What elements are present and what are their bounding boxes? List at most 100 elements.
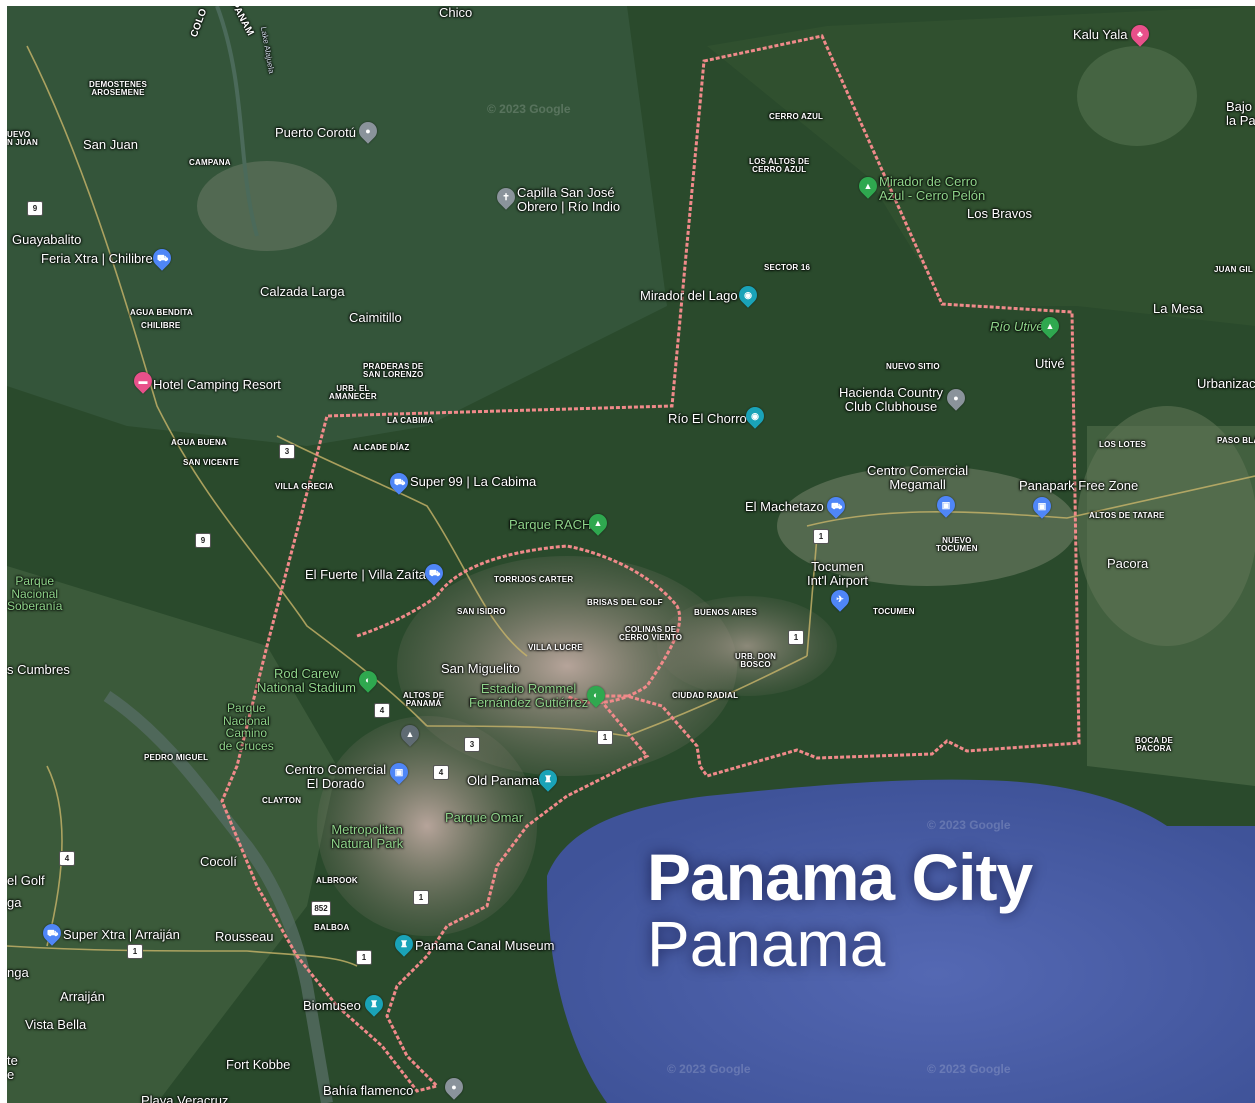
place-bahia-flamenco[interactable]: Bahía flamenco — [323, 1083, 414, 1098]
place-ciudad-radial[interactable]: CIUDAD RADIAL — [672, 691, 739, 700]
place-guayabalito[interactable]: Guayabalito — [12, 232, 82, 247]
place-la-cabima[interactable]: LA CABIMA — [387, 416, 434, 425]
place-campana[interactable]: CAMPANA — [189, 158, 231, 167]
place-centro-el-dorado[interactable]: Centro Comercial El Dorado — [285, 762, 387, 791]
place-demostenes[interactable]: DEMOSTENES AROSEMENE — [89, 80, 148, 98]
place-rod-carew[interactable]: Rod Carew National Stadium — [257, 666, 356, 695]
place-la-mesa[interactable]: La Mesa — [1153, 301, 1203, 316]
place-clayton[interactable]: CLAYTON — [262, 796, 302, 805]
place-torrijos[interactable]: TORRIJOS CARTER — [494, 575, 574, 584]
place-centro-megamall[interactable]: Centro Comercial Megamall — [867, 463, 969, 492]
place-hacienda[interactable]: Hacienda Country Club Clubhouse — [839, 385, 944, 414]
place-brisas[interactable]: BRISAS DEL GOLF — [587, 598, 663, 607]
place-camino-cruces[interactable]: Parque Nacional Camino de Cruces — [219, 701, 274, 753]
place-altos-tatare[interactable]: ALTOS DE TATARE — [1089, 511, 1165, 520]
place-cerro-azul[interactable]: CERRO AZUL — [769, 112, 824, 121]
place-parque-soberania[interactable]: Parque Nacional Soberanía — [7, 574, 63, 614]
place-pacora[interactable]: Pacora — [1107, 556, 1149, 571]
place-puerto-corotu[interactable]: Puerto Corotú — [275, 125, 356, 140]
place-playa-veracruz[interactable]: Playa Veracruz — [141, 1093, 229, 1103]
route-shield: 4 — [374, 703, 390, 718]
place-urb-don-bosco[interactable]: URB. DON BOSCO — [735, 652, 777, 670]
place-metropolitan[interactable]: Metropolitan Natural Park — [331, 822, 404, 851]
place-colinas[interactable]: COLINAS DE CERRO VIENTO — [619, 625, 683, 643]
place-panapark[interactable]: Panapark Free Zone — [1019, 478, 1139, 493]
place-albrook[interactable]: ALBROOK — [316, 876, 358, 885]
place-tocumen[interactable]: TOCUMEN — [873, 607, 915, 616]
route-shield: 4 — [59, 851, 75, 866]
place-super-xtra[interactable]: Super Xtra | Arraiján — [63, 927, 180, 942]
route-shield: 1 — [127, 944, 143, 959]
place-san-isidro[interactable]: SAN ISIDRO — [457, 607, 506, 616]
place-feria-xtra[interactable]: Feria Xtra | Chilibre — [41, 251, 153, 266]
place-buenos-aires[interactable]: BUENOS AIRES — [694, 608, 758, 617]
place-chico[interactable]: Chico — [439, 6, 473, 20]
place-nuevo-tocumen[interactable]: NUEVO TOCUMEN — [936, 536, 978, 554]
place-ga[interactable]: ga — [7, 895, 22, 910]
place-pedro-miguel[interactable]: PEDRO MIGUEL — [144, 753, 209, 762]
place-balboa[interactable]: BALBOA — [314, 923, 350, 932]
place-praderas[interactable]: PRADERAS DE SAN LORENZO — [363, 362, 424, 380]
place-nuevo-san-juan[interactable]: UEVO N JUAN — [7, 130, 38, 148]
place-nuevo-sitio[interactable]: NUEVO SITIO — [886, 362, 940, 371]
route-shield: 3 — [279, 444, 295, 459]
route-shield: 1 — [597, 730, 613, 745]
place-juan-gil[interactable]: JUAN GIL — [1214, 265, 1253, 274]
place-arraijan[interactable]: Arraiján — [60, 989, 105, 1004]
place-hotel-camping[interactable]: Hotel Camping Resort — [153, 377, 281, 392]
place-mirador-cerro-azul[interactable]: Mirador de Cerro Azul - Cerro Pelón — [879, 174, 986, 203]
place-mirador-lago[interactable]: Mirador del Lago — [640, 288, 738, 303]
place-bajo-la-pa[interactable]: Bajo la Pa — [1226, 99, 1255, 128]
place-fort-kobbe[interactable]: Fort Kobbe — [226, 1057, 291, 1072]
place-el-machetazo[interactable]: El Machetazo — [745, 499, 824, 514]
place-te[interactable]: te e — [7, 1053, 18, 1082]
place-los-lotes[interactable]: LOS LOTES — [1099, 440, 1147, 449]
place-parque-rach[interactable]: Parque RACH — [509, 517, 592, 532]
place-sector16[interactable]: SECTOR 16 — [764, 263, 811, 272]
place-rio-chorro[interactable]: Río El Chorro — [668, 411, 747, 426]
place-villa-grecia[interactable]: VILLA GRECIA — [275, 482, 334, 491]
place-chilibre[interactable]: CHILIBRE — [141, 321, 181, 330]
place-parque-omar[interactable]: Parque Omar — [445, 810, 524, 825]
place-biomuseo[interactable]: Biomuseo — [303, 998, 361, 1013]
place-urbanizac[interactable]: Urbanizac — [1197, 376, 1255, 391]
place-vista-bella[interactable]: Vista Bella — [25, 1017, 87, 1032]
place-altos-panama[interactable]: ALTOS DE PANAMÁ — [403, 691, 445, 709]
place-rio-utive[interactable]: Río Utivé — [990, 319, 1044, 334]
map-watermark: © 2023 Google — [487, 102, 571, 116]
place-agua-bendita[interactable]: AGUA BENDITA — [130, 308, 193, 317]
place-el-fuerte[interactable]: El Fuerte | Villa Zaíta — [305, 567, 426, 582]
route-shield: 4 — [433, 765, 449, 780]
route-shield: 852 — [311, 901, 331, 916]
place-paso-bla[interactable]: PASO BLA — [1217, 436, 1255, 445]
place-kalu-yala[interactable]: Kalu Yala — [1073, 27, 1128, 42]
city-title: Panama City — [647, 840, 1033, 914]
place-el-golf[interactable]: el Golf — [7, 873, 45, 888]
place-boca-pacora[interactable]: BOCA DE PACORA — [1135, 736, 1173, 754]
place-caimitillo[interactable]: Caimitillo — [349, 310, 402, 325]
place-los-bravos[interactable]: Los Bravos — [967, 206, 1033, 221]
place-utive[interactable]: Utivé — [1035, 356, 1065, 371]
place-san-vicente[interactable]: SAN VICENTE — [183, 458, 239, 467]
place-estadio-rommel[interactable]: Estadio Rommel Fernández Gutiérrez — [469, 681, 589, 710]
map-terrain — [7, 6, 1255, 1103]
place-urb-amanecer[interactable]: URB. EL AMANECER — [329, 384, 377, 402]
place-san-juan[interactable]: San Juan — [83, 137, 138, 152]
place-alcade-diaz[interactable]: ALCADE DÍAZ — [353, 443, 410, 452]
place-calzada-larga[interactable]: Calzada Larga — [260, 284, 345, 299]
place-capilla[interactable]: Capilla San José Obrero | Río Indio — [517, 185, 621, 214]
place-san-miguelito[interactable]: San Miguelito — [441, 661, 520, 676]
place-super99[interactable]: Super 99 | La Cabima — [410, 474, 537, 489]
place-agua-buena[interactable]: AGUA BUENA — [171, 438, 227, 447]
place-tocumen-airport[interactable]: Tocumen Int'l Airport — [807, 559, 869, 588]
route-shield: 1 — [413, 890, 429, 905]
place-villa-lucre[interactable]: VILLA LUCRE — [528, 643, 583, 652]
place-las-cumbres[interactable]: s Cumbres — [7, 662, 70, 677]
place-los-altos[interactable]: LOS ALTOS DE CERRO AZUL — [749, 157, 810, 175]
place-old-panama[interactable]: Old Panama — [467, 773, 540, 788]
place-canal-museum[interactable]: Panama Canal Museum — [415, 938, 555, 953]
place-nga[interactable]: nga — [7, 965, 29, 980]
place-rousseau[interactable]: Rousseau — [215, 929, 274, 944]
satellite-map[interactable]: © 2023 Google © 2023 Google © 2023 Googl… — [7, 6, 1255, 1103]
place-cocoli[interactable]: Cocolí — [200, 854, 237, 869]
